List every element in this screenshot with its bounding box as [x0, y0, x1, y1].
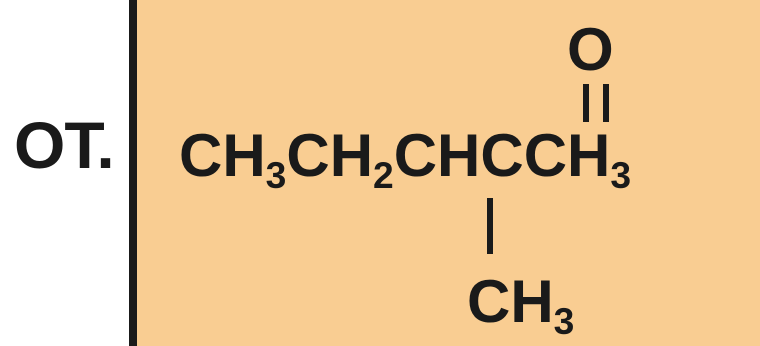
item-label: OT. — [14, 108, 115, 182]
double-bond-line-right — [603, 84, 609, 122]
divider-bar — [129, 0, 137, 346]
methyl-branch: CH3 — [467, 268, 575, 342]
group-ch2: CH2 — [286, 122, 394, 196]
group-ch3-left: CH3 — [179, 122, 287, 196]
single-bond — [487, 198, 493, 254]
group-chcch3: CHCCH3 — [393, 122, 632, 196]
double-bond — [583, 84, 609, 122]
carbonyl-oxygen: O — [567, 16, 614, 83]
double-bond-line-left — [583, 84, 589, 122]
main-chain-formula: CH3CH2CHCCH3 — [179, 126, 631, 194]
structure-panel: O CH3CH2CHCCH3 CH3 — [137, 0, 760, 346]
